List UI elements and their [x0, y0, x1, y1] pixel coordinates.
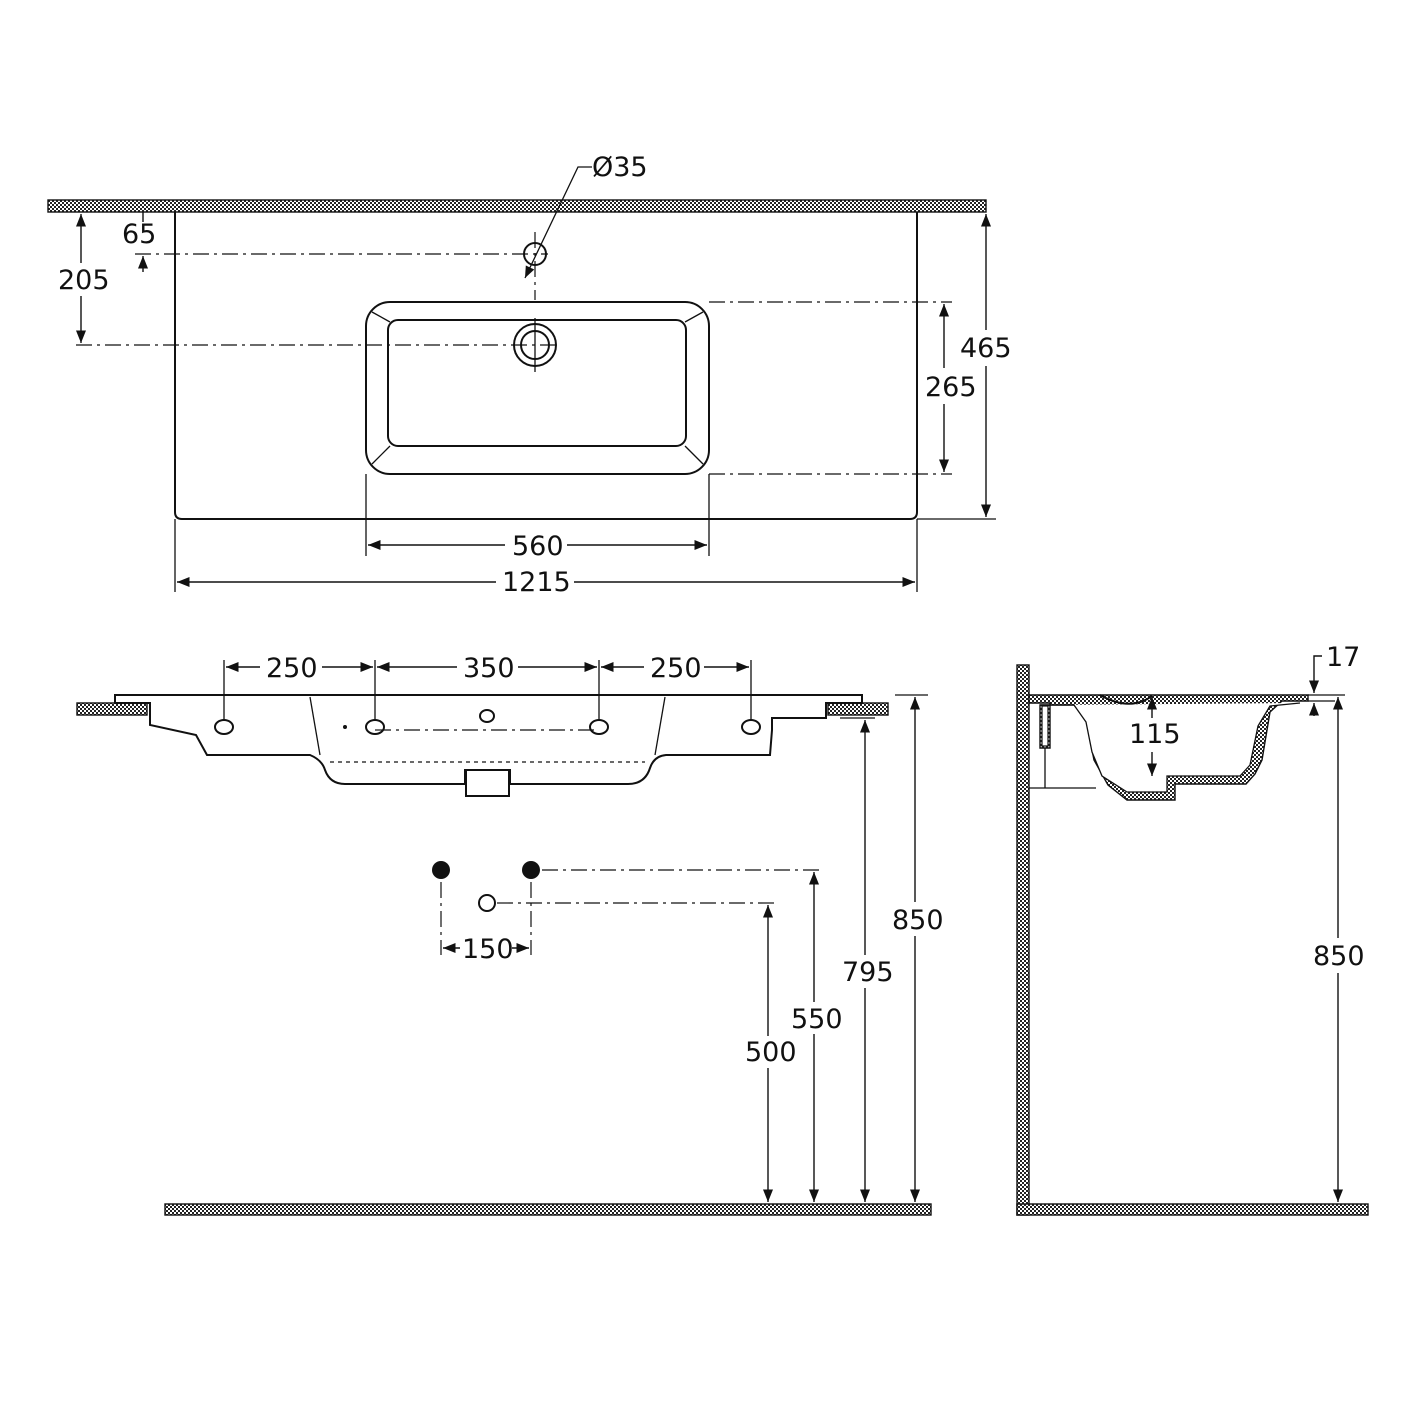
waste-spigot — [465, 769, 510, 797]
bracket-hole — [214, 719, 234, 735]
bracket-hole — [365, 719, 385, 735]
plan-view: Ø35 65 205 465 265 560 1215 — [47, 152, 1012, 598]
side-bracket — [1041, 705, 1049, 747]
dim-label-850-side: 850 — [1313, 941, 1365, 972]
dim-label-diameter: Ø35 — [592, 152, 648, 183]
bowl-edge — [309, 696, 321, 756]
dim-label-550: 550 — [791, 1004, 843, 1035]
diameter-leader — [524, 166, 592, 279]
side-floor-hatch — [1016, 1203, 1369, 1216]
bowl-outer — [365, 301, 710, 475]
bracket-hole — [589, 719, 609, 735]
dim-17-line — [1308, 655, 1322, 693]
overflow-hole — [479, 709, 495, 723]
supply-point — [432, 861, 450, 879]
dim-label-350: 350 — [463, 653, 515, 684]
dim-label-560: 560 — [512, 531, 564, 562]
waste-point — [478, 894, 496, 912]
bowl-edge — [654, 696, 666, 756]
hidden-point — [343, 725, 347, 729]
dim-label-205: 205 — [58, 265, 110, 296]
bowl-corner — [684, 311, 704, 323]
dim-label-795: 795 — [842, 957, 894, 988]
dim-label-150: 150 — [462, 934, 514, 965]
side-view: 17 115 850 — [1016, 642, 1369, 1216]
bracket-hole — [741, 719, 761, 735]
bowl-corner — [371, 311, 391, 323]
dim-label-115: 115 — [1129, 719, 1181, 750]
bowl-corner — [371, 445, 391, 465]
wall-hatch-right — [827, 702, 889, 716]
dim-label-250-left: 250 — [266, 653, 318, 684]
bowl-corner — [684, 445, 704, 465]
dim-label-500: 500 — [745, 1037, 797, 1068]
wall-hatch-left — [76, 702, 148, 716]
supply-point — [522, 861, 540, 879]
dim-label-65: 65 — [122, 219, 156, 250]
dim-label-265: 265 — [925, 372, 977, 403]
dim-label-17: 17 — [1326, 642, 1360, 673]
side-profile-inner — [1040, 702, 1301, 793]
front-view: 250 350 250 150 500 550 795 850 — [76, 653, 944, 1216]
dim-label-850: 850 — [892, 905, 944, 936]
dim-label-250-right: 250 — [650, 653, 702, 684]
wall-hatch-top — [47, 199, 987, 213]
dim-label-465: 465 — [960, 333, 1012, 364]
basin-outline — [174, 212, 918, 520]
bowl-inner — [387, 319, 687, 447]
dim-label-1215: 1215 — [502, 567, 571, 598]
floor-hatch — [164, 1203, 932, 1216]
side-wall-hatch — [1016, 664, 1030, 1216]
